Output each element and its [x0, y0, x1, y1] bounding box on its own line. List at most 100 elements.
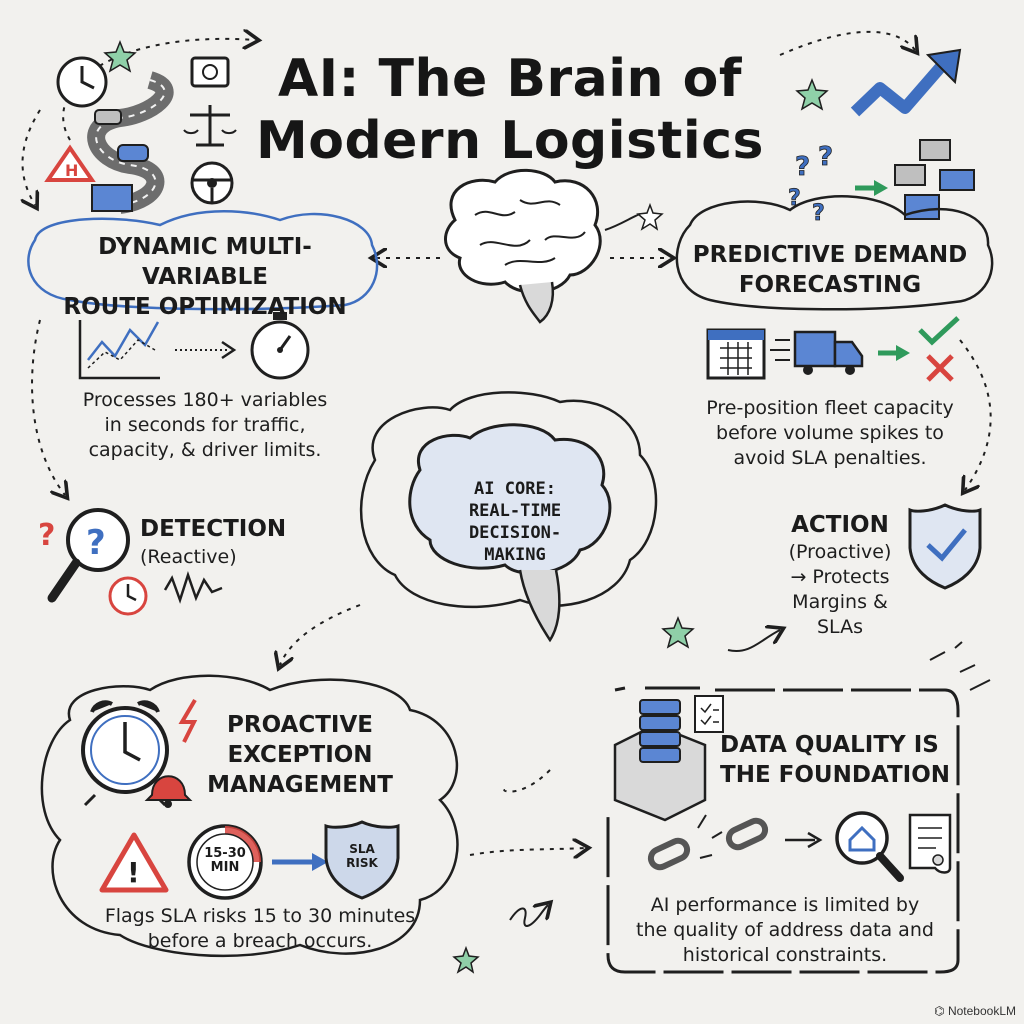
forecast-cloud: [675, 195, 994, 311]
forecast-heading-line-2: FORECASTING: [738, 272, 922, 298]
core-line-4: MAKING: [484, 545, 546, 565]
core-brain: [408, 423, 612, 575]
steering-wheel-icon: [190, 161, 234, 205]
sla-risk-shield-icon: [324, 820, 400, 900]
check-icon: [918, 316, 960, 346]
cycle-arrow-left-down: [23, 109, 41, 205]
sla-risk-line-1: SLA: [349, 842, 375, 856]
timer-icon: [187, 824, 263, 900]
star-icon: [661, 615, 695, 649]
action-description: (Proactive) → Protects Margins & SLAs: [770, 540, 910, 640]
exception-heading-line-1: PROACTIVE: [227, 712, 373, 738]
action-line-3: Margins & SLAs: [792, 591, 888, 638]
core-line-2: REAL-TIME: [468, 501, 562, 521]
cross-icon: [926, 354, 954, 382]
winding-road-icon: [87, 71, 174, 214]
svg-text:?: ?: [795, 152, 810, 182]
data-quality-body-line-1: AI performance is limited by: [650, 894, 920, 916]
exception-cloud: [40, 674, 459, 958]
alarm-clock-icon: [108, 576, 148, 616]
trucks-icon: [894, 139, 975, 220]
exception-description: Flags SLA risks 15 to 30 minutes before …: [70, 904, 450, 954]
brain-icon: [444, 168, 602, 324]
brand-watermark: ⌬ NotebookLM: [934, 1004, 1016, 1018]
fast-arrow-icon: [175, 340, 237, 360]
forecast-description: Pre-position fleet capacity before volum…: [660, 396, 1000, 471]
timer-label-line-1: 15-30: [204, 846, 246, 861]
balance-icon: [183, 105, 237, 147]
exception-heading-line-2: EXCEPTION: [227, 742, 373, 768]
ai-core-label: AI CORE: REAL-TIME DECISION- MAKING: [430, 478, 600, 566]
moving-truck-icon: [770, 330, 864, 375]
route-body-line-1: Processes 180+ variables: [82, 389, 328, 411]
brand-icon: ⌬: [934, 1004, 948, 1018]
svg-text:!: !: [127, 856, 140, 889]
cycle-arrow-right-down: [959, 339, 992, 490]
stopwatch-icon: [250, 312, 310, 380]
data-quality-frame: [606, 686, 960, 974]
data-quality-heading-line-2: THE FOUNDATION: [720, 762, 950, 788]
timer-label: 15-30 MIN: [200, 847, 250, 875]
timer-label-line-2: MIN: [210, 860, 240, 875]
cycle-arrow-core-to-exception: [280, 604, 361, 665]
title-line-1: AI: The Brain of: [277, 49, 742, 109]
svg-text:H: H: [65, 161, 78, 180]
forecast-heading: PREDICTIVE DEMAND FORECASTING: [680, 240, 980, 300]
data-quality-heading-line-1: DATA QUALITY IS: [720, 732, 939, 758]
clock-icon: [56, 56, 108, 108]
sla-risk-label: SLA RISK: [337, 842, 387, 870]
route-heading-line-1: DYNAMIC MULTI-VARIABLE: [98, 234, 312, 290]
route-description: Processes 180+ variables in seconds for …: [45, 388, 365, 463]
detection-subtitle: (Reactive): [140, 546, 237, 568]
route-heading: DYNAMIC MULTI-VARIABLE ROUTE OPTIMIZATIO…: [40, 232, 370, 322]
forecast-body-line-1: Pre-position fleet capacity: [706, 397, 954, 419]
svg-text:?: ?: [86, 523, 106, 563]
trend-up-arrow-icon: [850, 48, 962, 117]
question-mark-icon: ?: [38, 518, 55, 553]
data-quality-heading: DATA QUALITY IS THE FOUNDATION: [720, 730, 950, 790]
cycle-arrow-data-to-core: [503, 769, 551, 793]
star-icon: [452, 945, 480, 974]
route-body-line-3: capacity, & driver limits.: [88, 439, 322, 461]
cycle-arrow-left-mid: [31, 319, 65, 495]
detection-heading: DETECTION: [140, 516, 287, 542]
svg-text:?: ?: [812, 201, 825, 226]
action-line-2: → Protects: [790, 566, 890, 588]
lightning-icon: [178, 698, 198, 743]
exception-body-line-2: before a breach occurs.: [147, 930, 373, 952]
title-line-2: Modern Logistics: [255, 111, 765, 171]
shield-check-icon: [908, 503, 982, 590]
database-stack-icon: [613, 699, 707, 822]
warning-triangle-icon: !: [99, 832, 169, 893]
line-chart-icon: [78, 320, 160, 380]
exception-body-line-1: Flags SLA risks 15 to 30 minutes: [104, 905, 416, 927]
brand-label: NotebookLM: [947, 1004, 1016, 1018]
sla-risk-line-2: RISK: [346, 856, 378, 870]
core-outer-cloud: [359, 391, 658, 609]
data-quality-body-line-2: the quality of address data and: [636, 919, 934, 941]
page-title: AI: The Brain of Modern Logistics: [200, 48, 820, 172]
data-quality-description: AI performance is limited by the quality…: [620, 893, 950, 968]
signal-wave-icon: [163, 571, 223, 604]
warning-sign-icon: H: [44, 144, 96, 182]
action-line-1: (Proactive): [788, 541, 892, 563]
star-icon: [103, 39, 137, 73]
action-heading: ACTION: [791, 512, 889, 538]
scale-icon: [190, 56, 230, 88]
star-icon: [636, 202, 664, 231]
data-quality-body-line-3: historical constraints.: [682, 944, 888, 966]
clipboard-icon: [694, 695, 724, 733]
forecast-body-line-2: before volume spikes to: [716, 422, 944, 444]
home-search-icon: [835, 811, 904, 882]
route-heading-line-2: ROUTE OPTIMIZATION: [63, 294, 347, 320]
route-cloud: [27, 210, 379, 311]
cycle-arrow-exception-to-data: [469, 848, 585, 855]
document-scroll-icon: [908, 813, 952, 874]
exception-heading-line-3: MANAGEMENT: [207, 772, 393, 798]
cycle-arrow-top-left: [62, 39, 255, 141]
core-line-1: AI CORE:: [474, 479, 556, 499]
magnifier-icon: ?: [47, 508, 130, 603]
core-line-3: DECISION-: [468, 523, 562, 543]
alarm-clock-large-icon: [81, 700, 169, 807]
